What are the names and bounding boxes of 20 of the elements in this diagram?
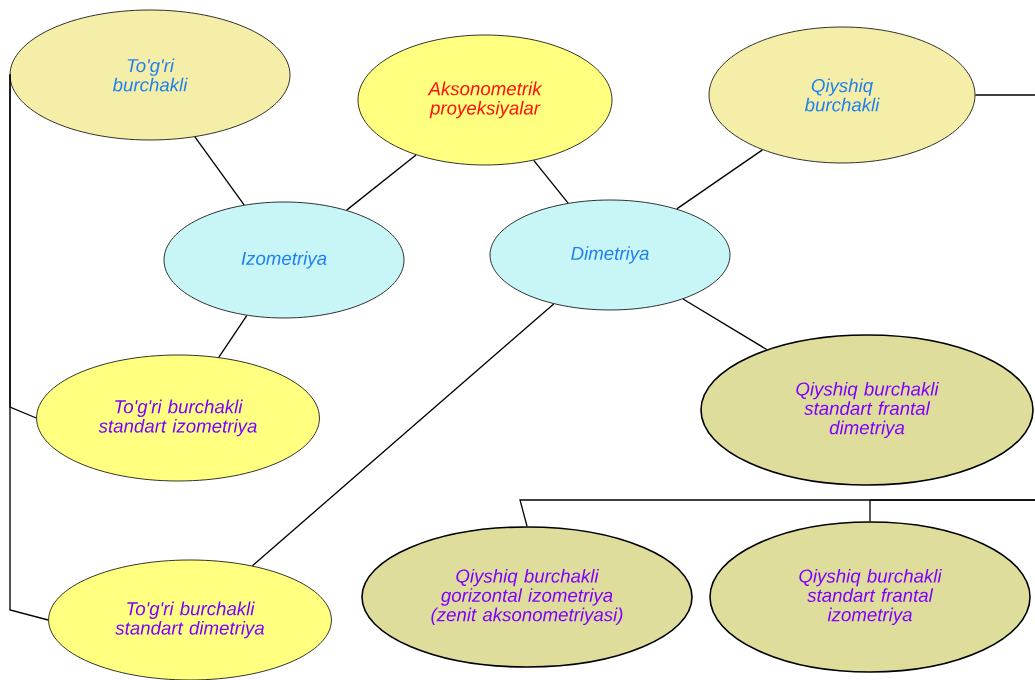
connector-line [8,74,49,621]
connector-line [869,499,1035,522]
ellipse-node: Qiyshiq burchakli [708,26,976,164]
connector-line [251,303,555,567]
ellipse-node: Qiyshiq burchakli standart frantal izometriya [709,521,1031,673]
connector-line [346,154,417,211]
connector-line [533,159,569,204]
ellipse-node: To'g'ri burchakli standart izometriya [36,354,320,482]
ellipse-node: Qiyshiq burchakli standart frantal dimetriya [700,334,1034,486]
ellipse-node: To'g'ri burchakli standart dimetriya [48,559,332,680]
ellipse-node: Izometriya [163,201,405,319]
connector-line [194,136,245,206]
connector-line [974,94,1035,96]
ellipse-node: Aksonometrik proyeksiyalar [357,34,613,166]
ellipse-node: To'g'ri burchakli [9,9,291,141]
ellipse-node: Qiyshiq burchakli gorizontal izometriya (zenit aksonometriyasi) [361,526,693,668]
connector-line [676,149,764,210]
connector-line [682,298,768,351]
ellipse-node: Dimetriya [489,199,731,311]
connector-line [218,314,248,358]
